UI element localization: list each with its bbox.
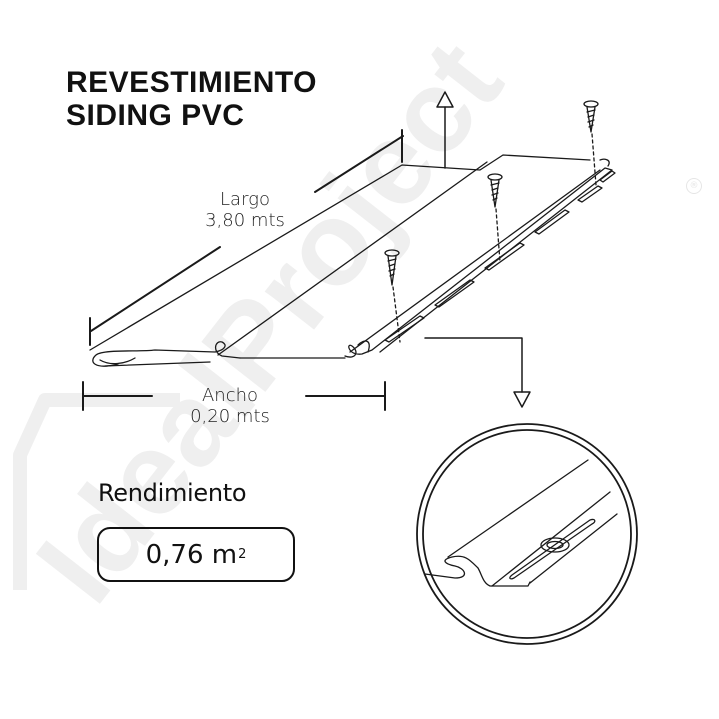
length-dimension-line — [89, 129, 404, 346]
screw-icon — [583, 100, 599, 186]
yield-unit-superscript: 2 — [238, 547, 247, 562]
length-label: Largo 3,80 mts — [185, 189, 305, 231]
title-line-2: SIDING PVC — [66, 99, 245, 132]
screw-icon — [384, 249, 401, 343]
width-label-value: 0,20 mts — [190, 406, 270, 427]
siding-panel — [89, 154, 616, 367]
width-label: Ancho 0,20 mts — [170, 385, 290, 427]
length-label-title: Largo — [220, 189, 270, 210]
length-label-value: 3,80 mts — [205, 210, 285, 231]
down-arrow-icon — [424, 337, 531, 408]
width-dimension-line — [82, 381, 386, 411]
yield-label: Rendimiento — [98, 479, 247, 507]
page-title: REVESTIMIENTO SIDING PVC — [66, 66, 317, 132]
width-label-title: Ancho — [201, 385, 259, 406]
detail-zoom-circle — [416, 423, 638, 645]
title-line-1: REVESTIMIENTO — [66, 66, 317, 99]
screw-icon — [487, 173, 503, 263]
registered-mark: ® — [686, 178, 702, 194]
nail-slots — [384, 170, 616, 343]
up-arrow-icon — [436, 91, 454, 169]
yield-value: 0,76 m — [145, 539, 238, 570]
